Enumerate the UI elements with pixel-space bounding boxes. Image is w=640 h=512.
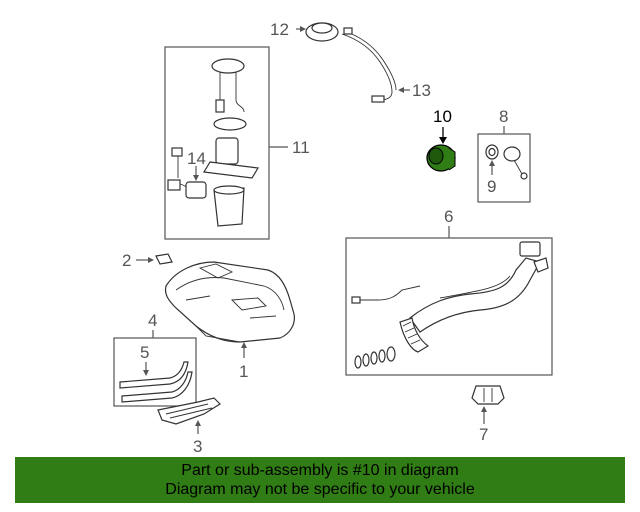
callout-8: 8 bbox=[499, 107, 508, 126]
callout-12: 12 bbox=[270, 20, 289, 39]
part-7-bracket bbox=[471, 385, 505, 405]
arrow-12 bbox=[300, 26, 306, 32]
arrow-14 bbox=[193, 175, 199, 181]
arrow-10 bbox=[439, 137, 447, 144]
part-12-cap bbox=[305, 22, 339, 42]
callout-7: 7 bbox=[479, 425, 488, 444]
info-banner: Part or sub-assembly is #10 in diagram D… bbox=[15, 457, 625, 503]
part-11-pump-assembly bbox=[167, 58, 259, 227]
part-8-gasket-cap bbox=[485, 144, 528, 180]
box-4 bbox=[113, 337, 197, 407]
callout-1: 1 bbox=[239, 362, 248, 381]
part-1-fuel-tank bbox=[164, 261, 295, 343]
callout-11: 11 bbox=[292, 138, 310, 157]
part-13-wire bbox=[341, 27, 397, 103]
callout-4: 4 bbox=[148, 311, 157, 330]
callout-13: 13 bbox=[412, 81, 431, 100]
callout-14: 14 bbox=[187, 149, 206, 168]
parts-diagram: 12 13 11 14 10 8 bbox=[113, 20, 553, 455]
arrow-13 bbox=[398, 87, 404, 93]
callout-6: 6 bbox=[444, 207, 453, 226]
box-11 bbox=[164, 46, 270, 240]
arrow-2 bbox=[148, 257, 154, 263]
callout-2: 2 bbox=[122, 251, 131, 270]
banner-line-1: Part or sub-assembly is #10 in diagram bbox=[181, 462, 459, 479]
box-6 bbox=[345, 237, 553, 376]
callout-9: 9 bbox=[487, 177, 496, 196]
callout-10: 10 bbox=[433, 107, 452, 126]
banner-line-2: Diagram may not be specific to your vehi… bbox=[165, 481, 475, 498]
callout-3: 3 bbox=[193, 437, 202, 455]
part-6-filler-pipe bbox=[351, 241, 549, 369]
arrow-7 bbox=[481, 406, 487, 412]
part-2-pad bbox=[155, 253, 173, 265]
part-5-straps bbox=[119, 361, 193, 403]
arrow-9 bbox=[489, 160, 495, 166]
part-3-heat-shield bbox=[157, 397, 221, 425]
box-8 bbox=[477, 133, 531, 203]
part-10-highlighted bbox=[426, 144, 456, 172]
callout-5: 5 bbox=[140, 343, 149, 362]
arrow-3 bbox=[195, 420, 201, 426]
arrow-1 bbox=[241, 342, 247, 348]
arrow-5 bbox=[143, 370, 149, 376]
